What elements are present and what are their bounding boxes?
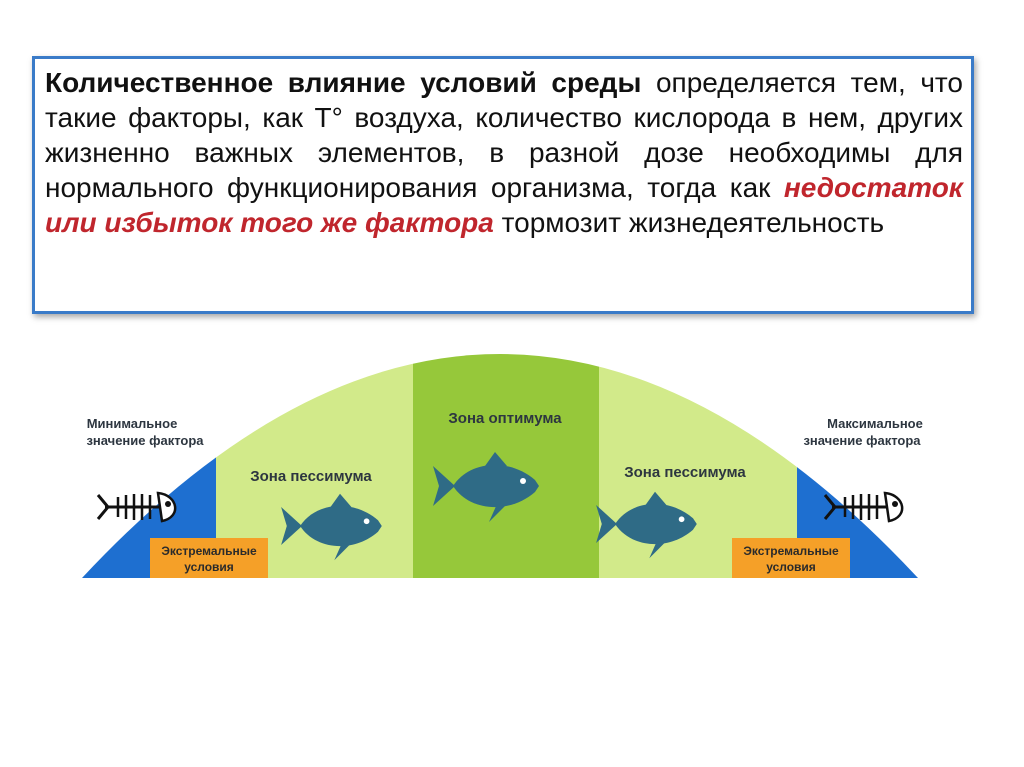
fish-icon-pessimum-left	[281, 493, 382, 561]
paragraph-lead: Количественное влияние условий среды	[45, 67, 642, 98]
main-paragraph: Количественное влияние условий среды опр…	[45, 65, 963, 240]
optimum-zone	[413, 354, 599, 578]
fish-icon-pessimum-right	[596, 491, 697, 559]
tolerance-diagram: Минимальное значение фактора Максимально…	[82, 354, 923, 578]
extreme-left-line2: условия	[184, 560, 234, 574]
extreme-right-line1: Экстремальные	[743, 544, 839, 558]
extreme-right-line2: условия	[766, 560, 816, 574]
max-factor-label-line2: значение фактора	[803, 433, 921, 448]
fish-skeleton-icon-right	[823, 491, 904, 523]
fish-skeleton-icon-left	[96, 491, 177, 523]
text-frame: Количественное влияние условий среды опр…	[32, 56, 974, 314]
min-factor-label-line1: Минимальное	[87, 416, 178, 431]
min-factor-label-line2: значение фактора	[86, 433, 204, 448]
extreme-badge-right: Экстремальные условия	[732, 538, 850, 578]
fish-icon-optimum	[433, 452, 539, 522]
zone-pessimum-left-label: Зона пессимума	[250, 468, 372, 485]
extreme-left-line1: Экстремальные	[161, 544, 257, 558]
paragraph-body: определяется тем, что такие факторы, как…	[45, 67, 963, 203]
zone-optimum-label: Зона оптимума	[448, 410, 562, 427]
zone-pessimum-right-label: Зона пессимума	[624, 464, 746, 481]
max-factor-label-line1: Максимальное	[827, 416, 923, 431]
extreme-badge-left: Экстремальные условия	[150, 538, 268, 578]
paragraph-emphasis: недостаток или избыток того же фактора	[45, 172, 963, 238]
paragraph-tail: тормозит жизнедеятельность	[493, 207, 885, 238]
